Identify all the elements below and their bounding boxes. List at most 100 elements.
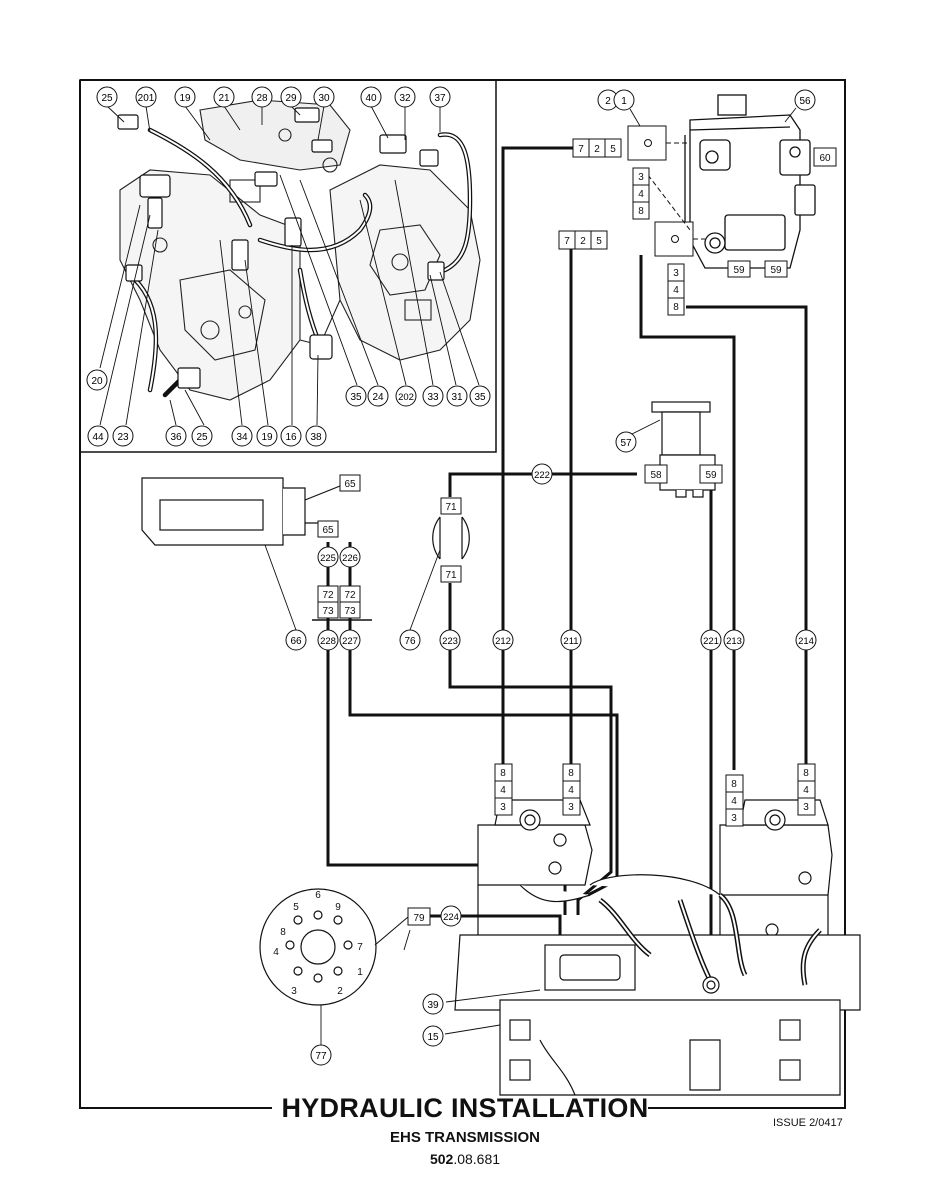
pin-label: 5 [293,902,299,913]
pin-label: 7 [357,942,363,953]
callout-label: 228 [320,636,336,647]
callout-circle: 28 [251,86,273,108]
callout-label: 28 [256,93,268,104]
main-leaders [264,107,797,1045]
callout-label: 37 [434,93,446,104]
connector-77 [259,888,377,1006]
transmission-assembly [454,799,861,1096]
callout-label: 226 [342,553,358,564]
wiring-harness [326,146,808,1047]
callout-label: 224 [443,912,459,923]
pin-label: 8 [500,768,506,779]
pin-label: 71 [445,570,457,581]
callout-circle: 57 [615,431,637,453]
pin-label: 1 [357,967,363,978]
callout-circle: 40 [360,86,382,108]
callout-circle: 228 [317,629,339,651]
callout-circle: 15 [422,1025,444,1047]
callout-label: 19 [179,93,191,104]
callout-label: 213 [726,636,742,647]
callout-label: 40 [365,93,377,104]
stack-214: 8 4 3 [797,763,816,816]
callout-label: 29 [285,93,297,104]
callout-circle: 211 [560,629,582,651]
pin-label: 59 [770,265,782,276]
callout-circle: 23 [112,425,134,447]
sensor-76-ports: 71 71 [440,497,462,583]
inset-hoses-inner [129,129,472,391]
callout-label: 2 [605,96,611,107]
callout-label: 44 [92,432,104,443]
callout-circle: 38 [305,425,327,447]
sensor-66-ports: 65 65 [317,474,361,538]
pin-label: 4 [568,785,574,796]
callout-circle: 30 [313,86,335,108]
callout-label: 77 [315,1051,327,1062]
callout-circle: 222 [531,463,553,485]
page-ref-number: .08.681 [453,1151,501,1167]
callout-circle: 25 [191,425,213,447]
callout-label: 21 [218,93,230,104]
callout-label: 19 [261,432,273,443]
pin-col-a: 3 4 8 [632,167,650,220]
callout-circle: 25 [96,86,118,108]
callout-label: 25 [101,93,113,104]
callout-label: 223 [442,636,458,647]
callout-label: 15 [427,1032,439,1043]
callout-label: 31 [451,392,463,403]
callout-label: 36 [170,432,182,443]
callout-label: 34 [236,432,248,443]
callout-label: 211 [563,636,578,647]
callout-label: 38 [310,432,322,443]
upper-connector-b [647,174,705,257]
callout-circle: 1 [613,89,635,111]
callout-circle: 225 [317,546,339,568]
pin-label: 60 [819,153,831,164]
callout-label: 30 [318,93,330,104]
callout-circle: 212 [492,629,514,651]
callout-label: 202 [398,392,414,403]
callout-label: 227 [342,636,358,647]
pin-label: 8 [638,206,644,217]
stack-213: 8 4 3 [725,774,744,827]
callout-label: 32 [399,93,411,104]
callout-label: 225 [320,553,336,564]
inset-leaders [99,105,480,426]
pin-label: 58 [650,470,662,481]
pin-label: 3 [568,802,574,813]
callout-label: 66 [290,636,302,647]
pin-label: 4 [500,785,506,796]
callout-circle: 37 [429,86,451,108]
callout-label: 39 [427,1000,439,1011]
sensor-76 [432,516,470,560]
pin-boxes: 7 2 5 7 2 5 3 4 8 3 4 8 60 59 59 [317,138,837,946]
callout-circle: 16 [280,425,302,447]
pin-label: 73 [322,606,334,617]
page-reference: 502.08.681 [270,1151,660,1167]
pin-label: 72 [322,590,334,601]
upper-connector-a [627,125,690,161]
callout-circle: 221 [700,629,722,651]
pin-col-b: 3 4 8 [667,263,685,316]
pin-label: 8 [673,302,679,313]
sensor-66 [141,477,341,546]
pin-label: 65 [322,525,334,536]
pump-56 [684,94,816,269]
page-subtitle: EHS TRANSMISSION [389,1129,540,1146]
stack-211: 8 4 3 [562,763,581,816]
callout-circle: 33 [422,385,444,407]
page-title: HYDRAULIC INSTALLATION [281,1093,649,1123]
pin-label: 2 [580,236,586,247]
inset-fittings [117,107,445,389]
callout-circle: 19 [174,86,196,108]
pin-label: 59 [733,265,745,276]
callout-circle: 224 [440,905,462,927]
connector-72-73: 72 72 73 73 [317,585,361,619]
callout-label: 76 [404,636,416,647]
callout-label: 222 [534,470,550,481]
callout-circle: 214 [795,629,817,651]
callout-circle: 39 [422,993,444,1015]
issue-label: ISSUE 2/0417 [773,1117,843,1129]
callout-circle: 19 [256,425,278,447]
callout-circle: 66 [285,629,307,651]
